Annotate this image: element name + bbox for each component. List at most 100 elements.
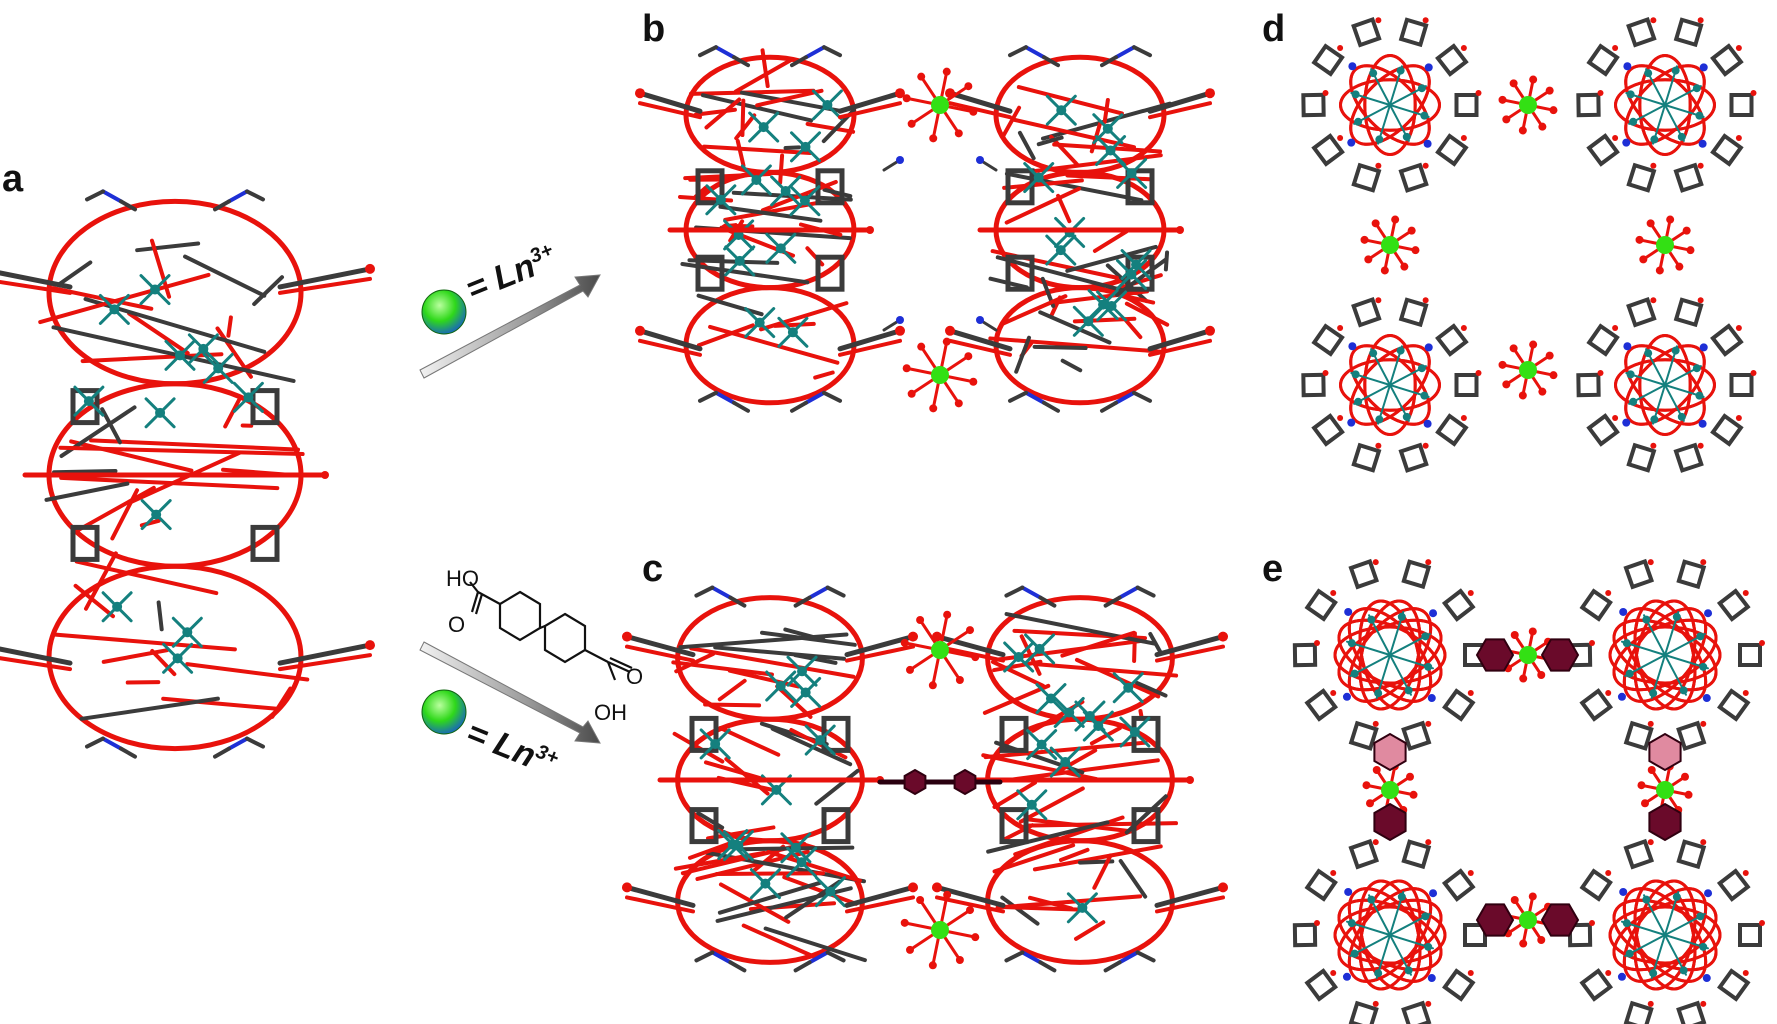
atom bbox=[1425, 839, 1432, 846]
panel-label-a: a bbox=[2, 158, 24, 200]
atom bbox=[1429, 889, 1438, 898]
atom bbox=[780, 185, 791, 196]
bond bbox=[1389, 934, 1434, 950]
atom bbox=[1467, 870, 1474, 877]
bond bbox=[270, 686, 293, 719]
atom bbox=[916, 895, 925, 904]
atom bbox=[1509, 344, 1518, 353]
atom bbox=[1056, 105, 1067, 116]
bond bbox=[1012, 117, 1136, 150]
bond bbox=[226, 315, 233, 338]
bond bbox=[760, 48, 770, 89]
bond bbox=[1052, 748, 1098, 776]
bond bbox=[252, 275, 284, 307]
bond bbox=[1624, 654, 1666, 677]
atom bbox=[1381, 236, 1399, 254]
atom bbox=[1589, 640, 1595, 646]
oxo-loop bbox=[1349, 344, 1431, 426]
bond bbox=[1135, 680, 1168, 698]
oxo-loop bbox=[1624, 64, 1706, 146]
atom bbox=[1700, 1000, 1707, 1007]
atom bbox=[1467, 969, 1474, 976]
bond bbox=[758, 301, 849, 332]
atom bbox=[1519, 939, 1528, 948]
bond bbox=[1138, 709, 1144, 718]
atom bbox=[815, 735, 826, 746]
bond bbox=[732, 400, 750, 413]
bond bbox=[638, 338, 702, 357]
carbon-square bbox=[1673, 162, 1704, 193]
atom bbox=[976, 156, 984, 164]
atom bbox=[1381, 781, 1399, 799]
bond bbox=[1664, 934, 1709, 950]
carbon-square bbox=[1398, 162, 1429, 193]
oxo-loop bbox=[1347, 607, 1433, 703]
carbon-square bbox=[1348, 558, 1380, 590]
carbon-square bbox=[1626, 296, 1657, 328]
bond bbox=[1000, 294, 1068, 326]
oxo-loop bbox=[1612, 898, 1718, 972]
bond bbox=[624, 634, 696, 658]
bond bbox=[1389, 891, 1405, 936]
bond bbox=[813, 370, 835, 380]
bond bbox=[1135, 585, 1156, 598]
atom bbox=[1348, 62, 1357, 71]
oxo-loop bbox=[1349, 64, 1431, 146]
bond bbox=[119, 746, 137, 759]
atom bbox=[966, 906, 975, 915]
bond bbox=[825, 585, 846, 598]
bond bbox=[1020, 585, 1043, 600]
atom bbox=[1612, 134, 1619, 141]
atom bbox=[1034, 643, 1045, 654]
atom bbox=[905, 945, 914, 954]
carbon-square bbox=[1586, 413, 1620, 447]
atom bbox=[1406, 772, 1415, 781]
oxo-loop bbox=[1614, 358, 1716, 412]
atom bbox=[1422, 162, 1429, 169]
oxo-loop bbox=[1633, 879, 1697, 991]
atom bbox=[1702, 974, 1711, 983]
atom bbox=[727, 839, 738, 850]
bond bbox=[1032, 662, 1179, 678]
bond bbox=[0, 279, 72, 295]
bond bbox=[702, 144, 813, 155]
atom bbox=[1337, 325, 1344, 332]
bond bbox=[694, 585, 715, 598]
bond bbox=[1038, 595, 1057, 608]
bond bbox=[1008, 45, 1028, 58]
atom bbox=[1597, 90, 1604, 96]
atom bbox=[1597, 370, 1604, 376]
bond bbox=[822, 45, 842, 58]
carbon-square bbox=[1626, 162, 1657, 193]
bond bbox=[1368, 894, 1391, 936]
oxo-loop bbox=[1347, 887, 1433, 983]
atom bbox=[1519, 674, 1528, 683]
atom bbox=[1060, 757, 1071, 768]
atom bbox=[1510, 630, 1519, 639]
oxo-loop bbox=[1347, 607, 1433, 703]
bond bbox=[1060, 358, 1083, 373]
oxo-loop bbox=[1624, 344, 1706, 426]
bond bbox=[1389, 345, 1403, 386]
bond bbox=[1370, 348, 1391, 386]
atom bbox=[1411, 246, 1420, 255]
atom bbox=[715, 194, 726, 205]
atom bbox=[1475, 90, 1482, 96]
carbon-square bbox=[1576, 92, 1601, 118]
bond bbox=[1664, 654, 1709, 670]
oxo-ring bbox=[993, 54, 1167, 175]
atom bbox=[905, 665, 914, 674]
atom bbox=[1337, 134, 1344, 141]
atom bbox=[1330, 689, 1337, 696]
bond bbox=[1664, 104, 1685, 142]
carbon-square bbox=[695, 254, 725, 292]
bond bbox=[1042, 55, 1060, 68]
carbon-square bbox=[250, 524, 280, 562]
bond bbox=[1349, 654, 1391, 677]
bond bbox=[805, 121, 856, 134]
atom bbox=[1422, 297, 1429, 304]
carbon-square bbox=[999, 715, 1029, 753]
atom bbox=[1083, 316, 1094, 327]
bond bbox=[727, 668, 801, 689]
bond bbox=[793, 960, 812, 973]
